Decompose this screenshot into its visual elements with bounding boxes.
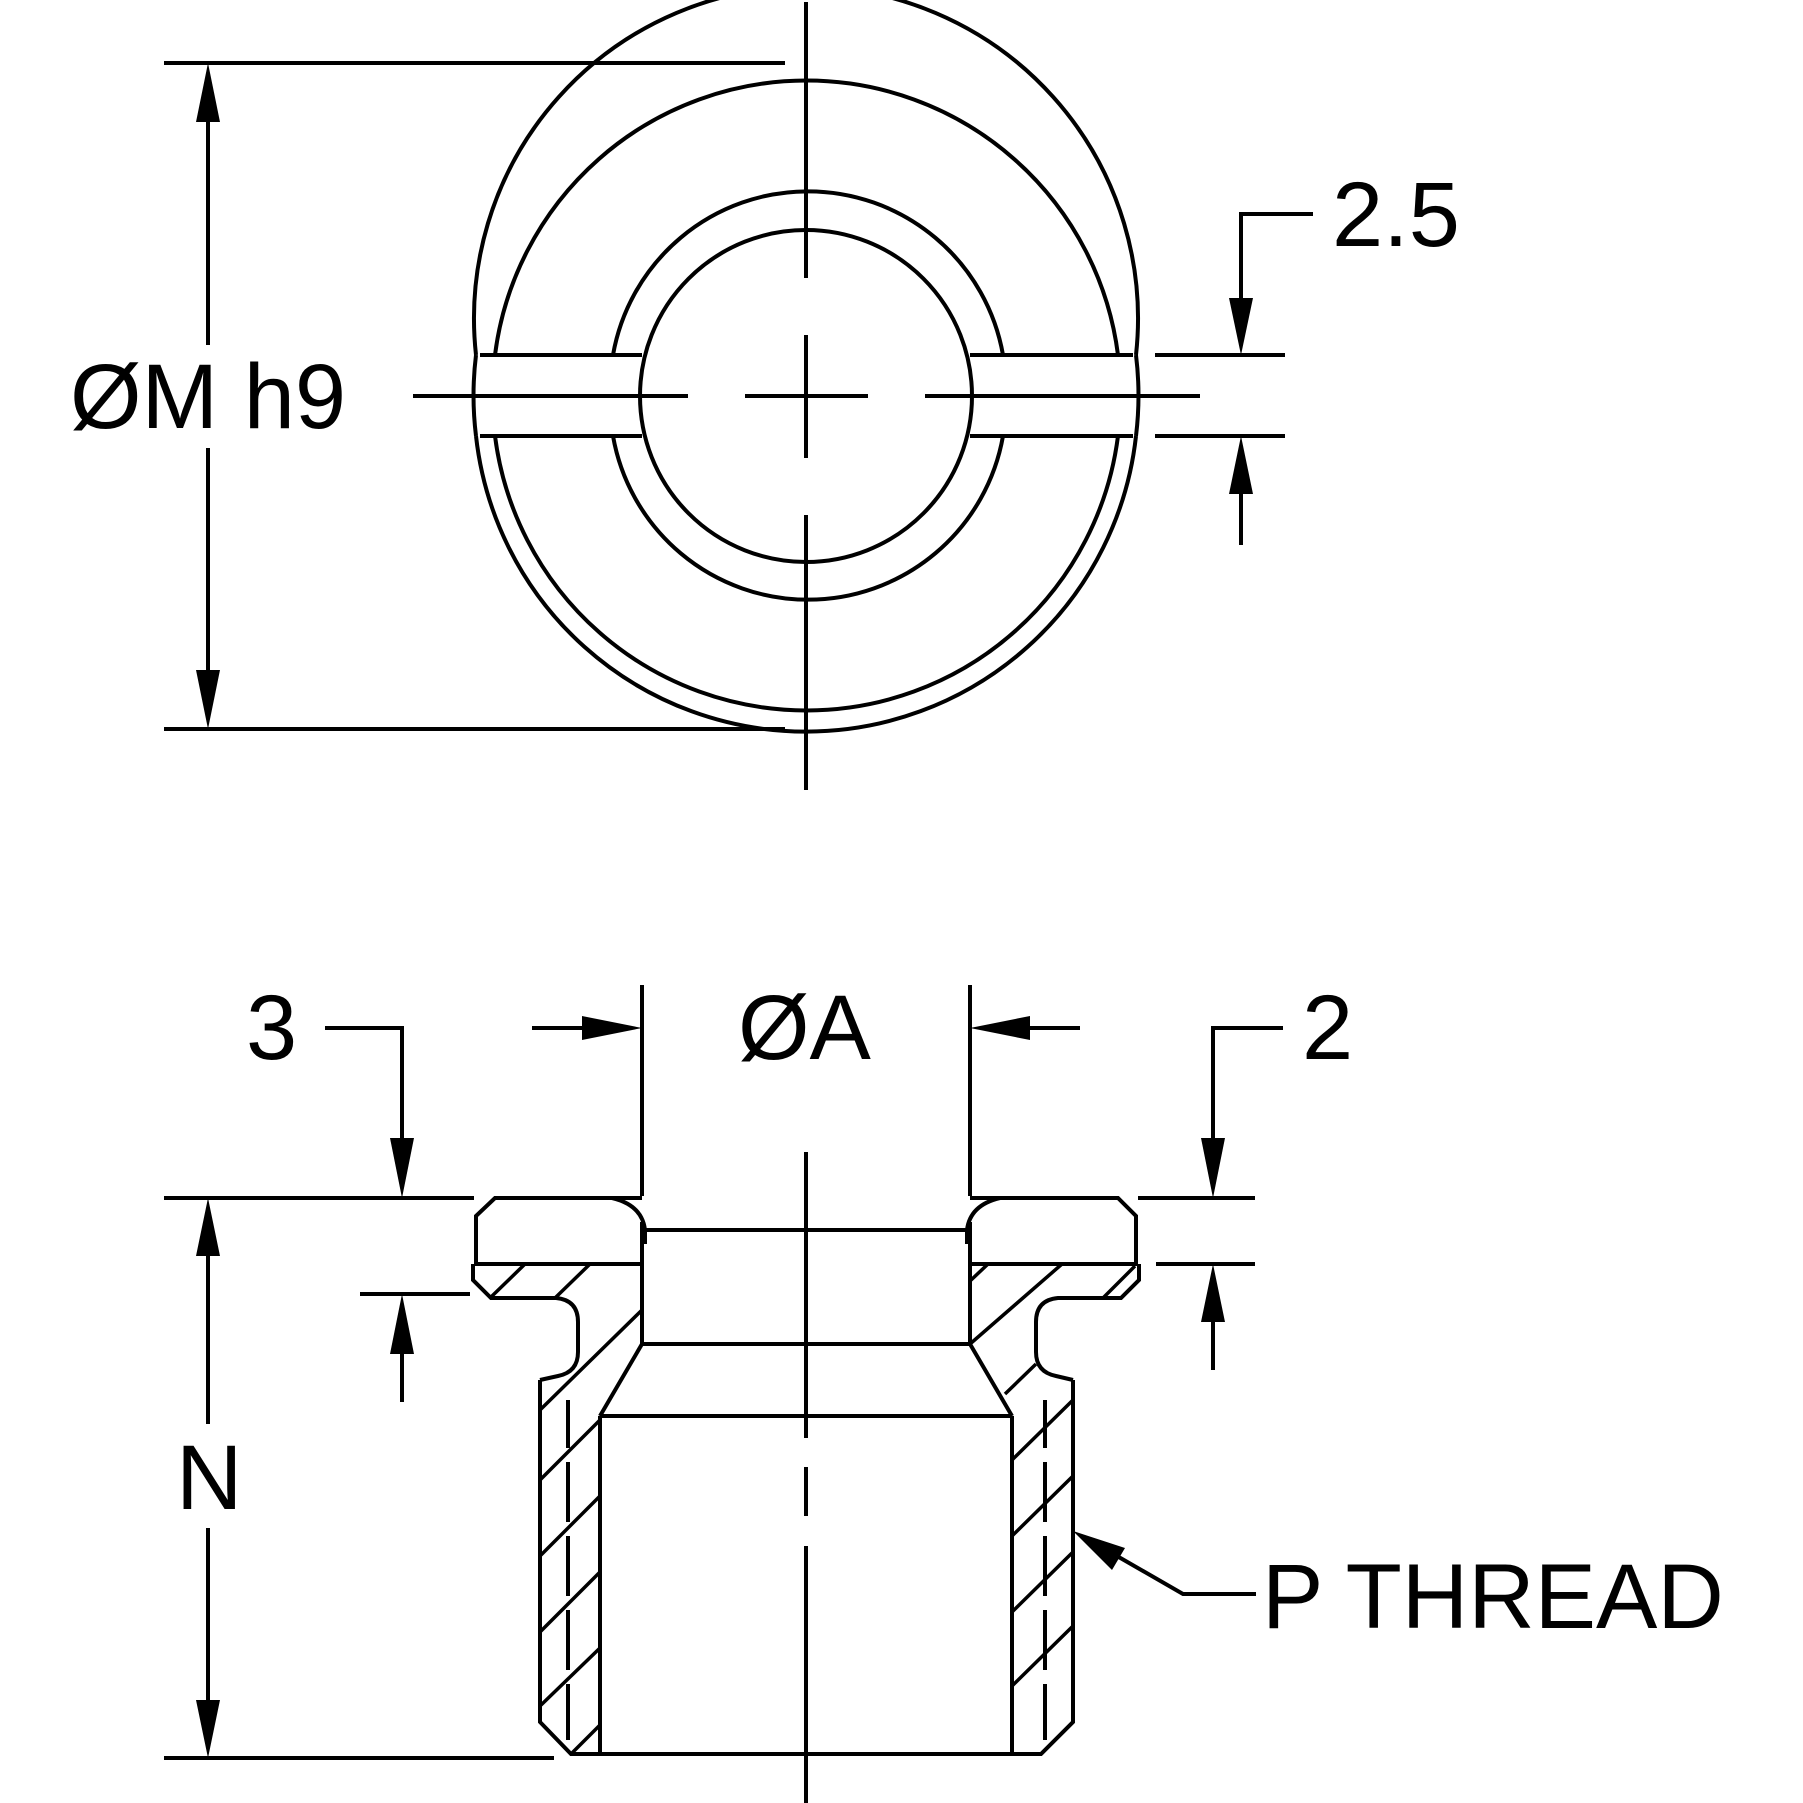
hatching-left [488, 1262, 644, 1756]
slot-width-label: 2.5 [1332, 164, 1460, 266]
dim-3-arrow-top [390, 1138, 414, 1198]
dim-3-arrow-bottom [390, 1294, 414, 1354]
dim-slot-arrow-top [1229, 298, 1253, 355]
dim-m-arrow-bottom [196, 670, 220, 729]
dim-m-arrow-top [196, 63, 220, 122]
diameter-m-label: ØM h9 [70, 346, 346, 448]
dim-slot-leader-top [1239, 212, 1313, 300]
flange-top-left [474, 1196, 642, 1266]
dim-3-label: 3 [246, 977, 297, 1079]
dim-2-leader-top [1211, 1026, 1283, 1140]
dim-n-arrow-top [196, 1198, 220, 1256]
dim-2-label: 2 [1302, 977, 1353, 1079]
flange-top-right [970, 1196, 1138, 1266]
dim-n-arrow-bottom [196, 1700, 220, 1758]
dim-2-arrow-top [1201, 1138, 1225, 1198]
thread-leader-arrow [1073, 1531, 1125, 1570]
bore-chamfer [598, 1342, 1014, 1418]
dim-slot-arrow-bottom [1229, 436, 1253, 494]
flange-bottom-left [471, 1264, 580, 1382]
thread-leader [1109, 1550, 1256, 1596]
dim-3-leader-top [325, 1026, 404, 1140]
length-n-label: N [176, 1427, 242, 1529]
dim-2-arrow-bottom [1201, 1264, 1225, 1322]
hatching-right [968, 1262, 1137, 1756]
dim-a-arrow-right [970, 1016, 1030, 1040]
flange-bottom-right [1034, 1264, 1141, 1382]
body-right [1010, 1380, 1075, 1756]
dim-a-arrow-left [582, 1016, 642, 1040]
top-view [164, 0, 1313, 790]
section-view [164, 985, 1283, 1803]
diameter-a-label: ØA [738, 977, 872, 1079]
thread-label: P THREAD [1262, 1546, 1724, 1648]
